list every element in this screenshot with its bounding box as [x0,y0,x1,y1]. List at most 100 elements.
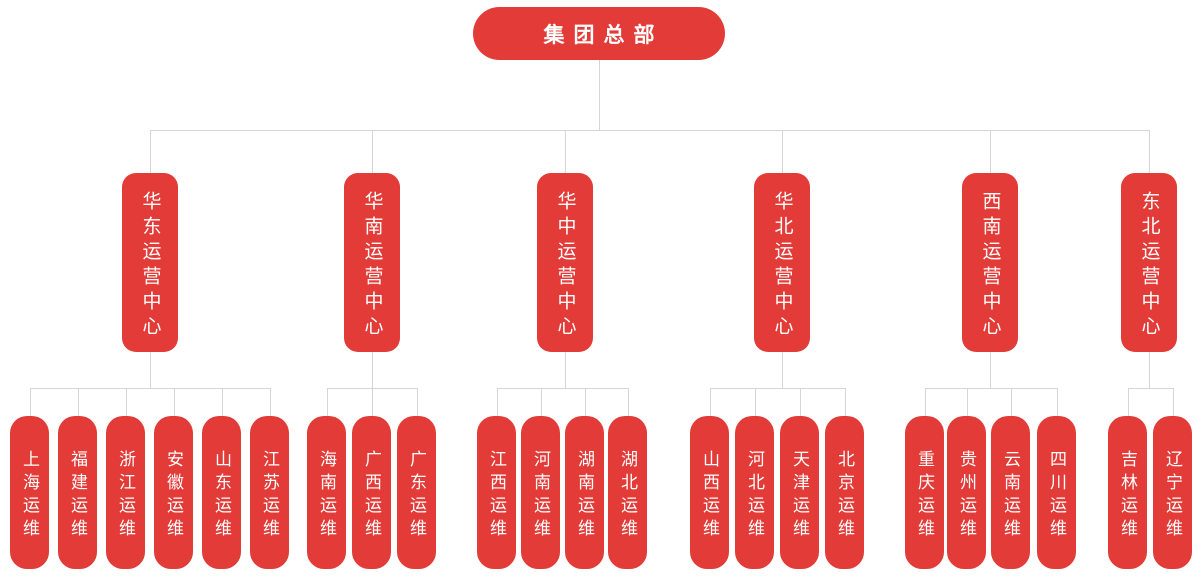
connector-center-drop [1149,352,1150,388]
leaf-anhui-ops[interactable]: 安徽运维 [154,416,193,569]
leaf-shandong-ops[interactable]: 山东运维 [202,416,241,569]
connector-center-drop [990,352,991,388]
leaf-label: 河南运维 [531,449,550,542]
connector-leaf-stub [1128,388,1129,416]
leaf-hainan-ops[interactable]: 海南运维 [307,416,346,569]
leaf-label: 上海运维 [20,449,39,542]
leaf-label: 江西运维 [487,449,506,542]
leaf-beijing-ops[interactable]: 北京运维 [825,416,864,569]
center-northeast[interactable]: 东北运营中心 [1121,173,1177,352]
connector-leaf-stub [800,388,801,416]
center-east-china[interactable]: 华东运营中心 [122,173,178,352]
leaf-label: 山东运维 [212,449,231,542]
connector-leaf-stub [845,388,846,416]
connector-leaf-stub [925,388,926,416]
leaf-label: 福建运维 [68,449,87,542]
center-label: 华南运营中心 [361,190,383,341]
leaf-label: 湖北运维 [618,449,637,542]
leaf-label: 辽宁运维 [1163,449,1182,542]
connector-leaf-stub [755,388,756,416]
connector-center-drop [565,352,566,388]
leaf-label: 海南运维 [317,449,336,542]
connector-stub [150,130,151,173]
leaf-label: 浙江运维 [116,449,135,542]
connector-group-bus [1128,388,1173,389]
leaf-guangdong-ops[interactable]: 广东运维 [397,416,436,569]
connector-leaf-stub [270,388,271,416]
center-north-china[interactable]: 华北运营中心 [754,173,810,352]
connector-leaf-stub [1173,388,1174,416]
leaf-hunan-ops[interactable]: 湖南运维 [565,416,604,569]
connector-group-bus [30,388,270,389]
connector-leaf-stub [585,388,586,416]
leaf-liaoning-ops[interactable]: 辽宁运维 [1153,416,1192,569]
leaf-hubei-ops[interactable]: 湖北运维 [608,416,647,569]
connector-main-bus [150,130,1149,131]
connector-center-drop [150,352,151,388]
connector-center-drop [782,352,783,388]
leaf-label: 吉林运维 [1118,449,1137,542]
connector-stub [782,130,783,173]
root-node-group-hq[interactable]: 集团总部 [473,7,725,60]
connector-stub [565,130,566,173]
leaf-yunnan-ops[interactable]: 云南运维 [991,416,1030,569]
connector-leaf-stub [710,388,711,416]
leaf-hebei-ops[interactable]: 河北运维 [735,416,774,569]
leaf-zhejiang-ops[interactable]: 浙江运维 [106,416,145,569]
leaf-shanxi-ops[interactable]: 山西运维 [690,416,729,569]
connector-leaf-stub [1011,388,1012,416]
connector-leaf-stub [628,388,629,416]
leaf-sichuan-ops[interactable]: 四川运维 [1037,416,1076,569]
leaf-label: 天津运维 [790,449,809,542]
leaf-guizhou-ops[interactable]: 贵州运维 [947,416,986,569]
leaf-label: 江苏运维 [260,449,279,542]
leaf-label: 重庆运维 [915,449,934,542]
connector-stub [372,130,373,173]
connector-leaf-stub [222,388,223,416]
connector-group-bus [497,388,628,389]
connector-leaf-stub [126,388,127,416]
connector-root-drop [599,60,600,130]
leaf-tianjin-ops[interactable]: 天津运维 [780,416,819,569]
connector-group-bus [710,388,845,389]
center-label: 华北运营中心 [771,190,793,341]
center-label: 西南运营中心 [979,190,1001,341]
leaf-label: 广西运维 [362,449,381,542]
center-label: 华中运营中心 [554,190,576,341]
leaf-label: 山西运维 [700,449,719,542]
leaf-shanghai-ops[interactable]: 上海运维 [10,416,49,569]
leaf-label: 广东运维 [407,449,426,542]
center-label: 东北运营中心 [1138,190,1160,341]
root-node-label: 集团总部 [543,23,664,47]
leaf-label: 云南运维 [1001,449,1020,542]
leaf-jilin-ops[interactable]: 吉林运维 [1108,416,1147,569]
leaf-label: 安徽运维 [164,449,183,542]
leaf-fujian-ops[interactable]: 福建运维 [58,416,97,569]
connector-stub [990,130,991,173]
leaf-label: 贵州运维 [957,449,976,542]
leaf-henan-ops[interactable]: 河南运维 [521,416,560,569]
connector-leaf-stub [417,388,418,416]
leaf-jiangxi-ops[interactable]: 江西运维 [477,416,516,569]
center-label: 华东运营中心 [139,190,161,341]
connector-center-drop [372,352,373,388]
leaf-label: 湖南运维 [575,449,594,542]
connector-leaf-stub [78,388,79,416]
connector-leaf-stub [967,388,968,416]
connector-stub [1149,130,1150,173]
connector-leaf-stub [1057,388,1058,416]
leaf-jiangsu-ops[interactable]: 江苏运维 [250,416,289,569]
connector-leaf-stub [497,388,498,416]
connector-leaf-stub [174,388,175,416]
center-central-china[interactable]: 华中运营中心 [537,173,593,352]
leaf-chongqing-ops[interactable]: 重庆运维 [905,416,944,569]
connector-leaf-stub [327,388,328,416]
center-south-china[interactable]: 华南运营中心 [344,173,400,352]
center-southwest[interactable]: 西南运营中心 [962,173,1018,352]
leaf-guangxi-ops[interactable]: 广西运维 [352,416,391,569]
connector-leaf-stub [541,388,542,416]
connector-group-bus [925,388,1057,389]
leaf-label: 四川运维 [1047,449,1066,542]
leaf-label: 河北运维 [745,449,764,542]
